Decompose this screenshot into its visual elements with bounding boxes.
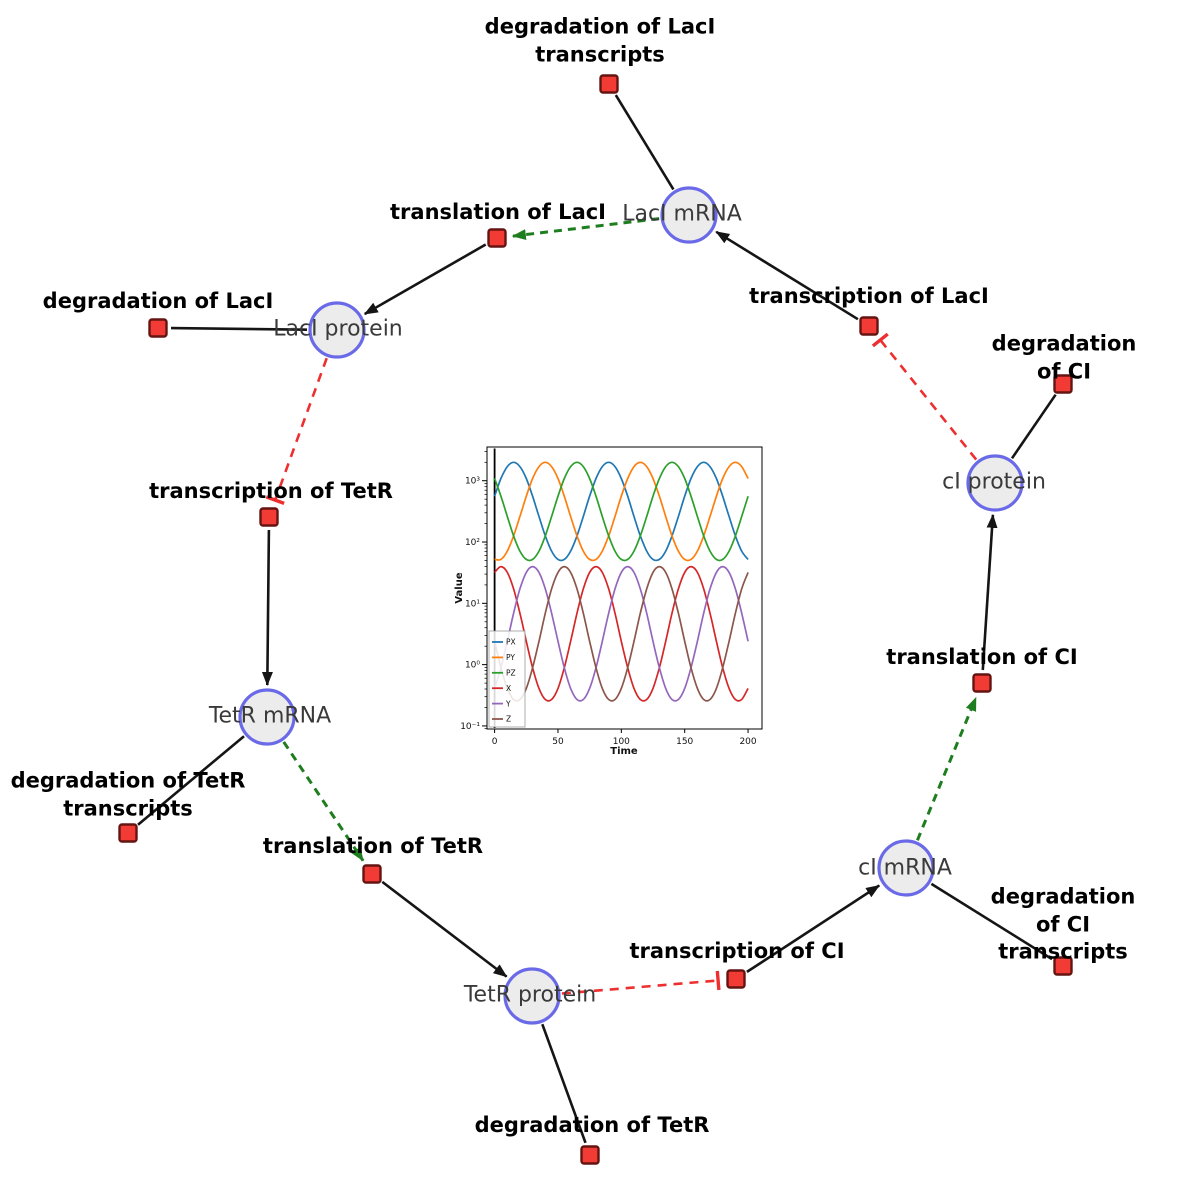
legend-label-PZ: PZ xyxy=(506,669,516,678)
edge-consumption-laci_prot-to-deg_laci xyxy=(170,326,308,331)
reaction-node-txn_tetr xyxy=(259,507,279,527)
species-node-laci_prot xyxy=(308,301,366,359)
y-tick-label: 10² xyxy=(465,538,480,548)
reaction-node-deg_tetr xyxy=(580,1145,600,1165)
series-line-X xyxy=(493,565,749,702)
edge-layer xyxy=(137,94,1057,1144)
species-node-tetr_mrna xyxy=(238,688,296,746)
legend-label-PY: PY xyxy=(506,653,515,662)
plot-area xyxy=(486,446,763,730)
edge-modifier-tetr_mrna-to-transl_tetr xyxy=(282,741,365,862)
reaction-node-transl_tetr xyxy=(362,864,382,884)
legend-label-Z: Z xyxy=(506,715,511,724)
series-line-PZ xyxy=(493,461,749,562)
x-tick-label: 200 xyxy=(739,737,756,747)
reaction-node-transl_ci xyxy=(972,673,992,693)
legend-label-PX: PX xyxy=(506,638,516,647)
edge-modifier-ci_mrna-to-transl_ci xyxy=(916,696,978,841)
timecourse-chart-svg: 10⁻¹ 10⁰ 10¹ 10² 10³ 0 50 100 150 200 PX PY PZ XYZ Va… xyxy=(454,446,763,757)
edge-product-txn_laci-to-laci_mrna xyxy=(715,230,859,321)
reaction-node-deg_laci xyxy=(148,318,168,338)
species-node-ci_prot xyxy=(966,454,1024,512)
x-axis-label: Time xyxy=(610,746,638,757)
edge-consumption-laci_mrna-to-deg_laci_tx xyxy=(614,94,675,191)
x-tick-label: 150 xyxy=(676,737,693,747)
reaction-node-txn_ci xyxy=(726,969,746,989)
x-tick-label: 50 xyxy=(552,737,564,747)
reaction-node-txn_laci xyxy=(859,316,879,336)
legend-label-X: X xyxy=(506,684,511,693)
edge-consumption-ci_prot-to-deg_ci xyxy=(1010,393,1057,460)
edge-product-txn_ci-to-ci_mrna xyxy=(746,884,881,973)
series-line-PY xyxy=(494,461,749,562)
chart-content: 10⁻¹ 10⁰ 10¹ 10² 10³ 0 50 100 150 200 PX PY PZ XYZ xyxy=(460,446,763,747)
edge-product-transl_tetr-to-tetr_prot xyxy=(381,880,508,978)
y-tick-label: 10³ xyxy=(465,477,480,487)
node-layer xyxy=(118,74,1073,1165)
reaction-node-deg_tetr_tx xyxy=(118,823,138,843)
reaction-node-deg_laci_tx xyxy=(599,74,619,94)
reaction-node-deg_ci_tx xyxy=(1053,956,1073,976)
legend-box xyxy=(488,630,526,728)
species-node-laci_mrna xyxy=(660,186,718,244)
series-line-Y xyxy=(493,565,749,702)
legend-label-Y: Y xyxy=(505,699,511,708)
y-tick-label: 10⁻¹ xyxy=(460,722,480,732)
x-tick-label: 0 xyxy=(492,737,498,747)
y-tick-label: 10⁰ xyxy=(465,661,480,671)
edge-consumption-ci_mrna-to-deg_ci_tx xyxy=(930,882,1053,961)
reaction-node-transl_laci xyxy=(487,228,507,248)
species-node-tetr_prot xyxy=(503,967,561,1025)
reaction-node-deg_ci xyxy=(1053,374,1073,394)
series-line-Z xyxy=(493,565,749,702)
edge-inhibition-tetr_prot-to-txn_ci xyxy=(561,970,721,995)
edge-product-txn_tetr-to-tetr_mrna xyxy=(261,529,273,686)
series-line-PX xyxy=(493,461,749,562)
edge-product-transl_ci-to-ci_prot xyxy=(981,513,998,671)
x-tick-label: 100 xyxy=(613,737,630,747)
edge-inhibition-ci_prot-to-txn_laci xyxy=(871,332,978,461)
edge-consumption-tetr_mrna-to-deg_tetr_tx xyxy=(137,735,245,826)
y-axis-label: Value xyxy=(454,572,465,603)
edge-product-transl_laci-to-laci_prot xyxy=(363,243,487,316)
edge-consumption-tetr_prot-to-deg_tetr xyxy=(541,1023,587,1144)
edge-modifier-laci_mrna-to-transl_laci xyxy=(511,217,660,241)
y-tick-label: 10¹ xyxy=(465,599,480,609)
species-node-ci_mrna xyxy=(877,839,935,897)
edge-inhibition-laci_prot-to-txn_tetr xyxy=(265,357,328,505)
